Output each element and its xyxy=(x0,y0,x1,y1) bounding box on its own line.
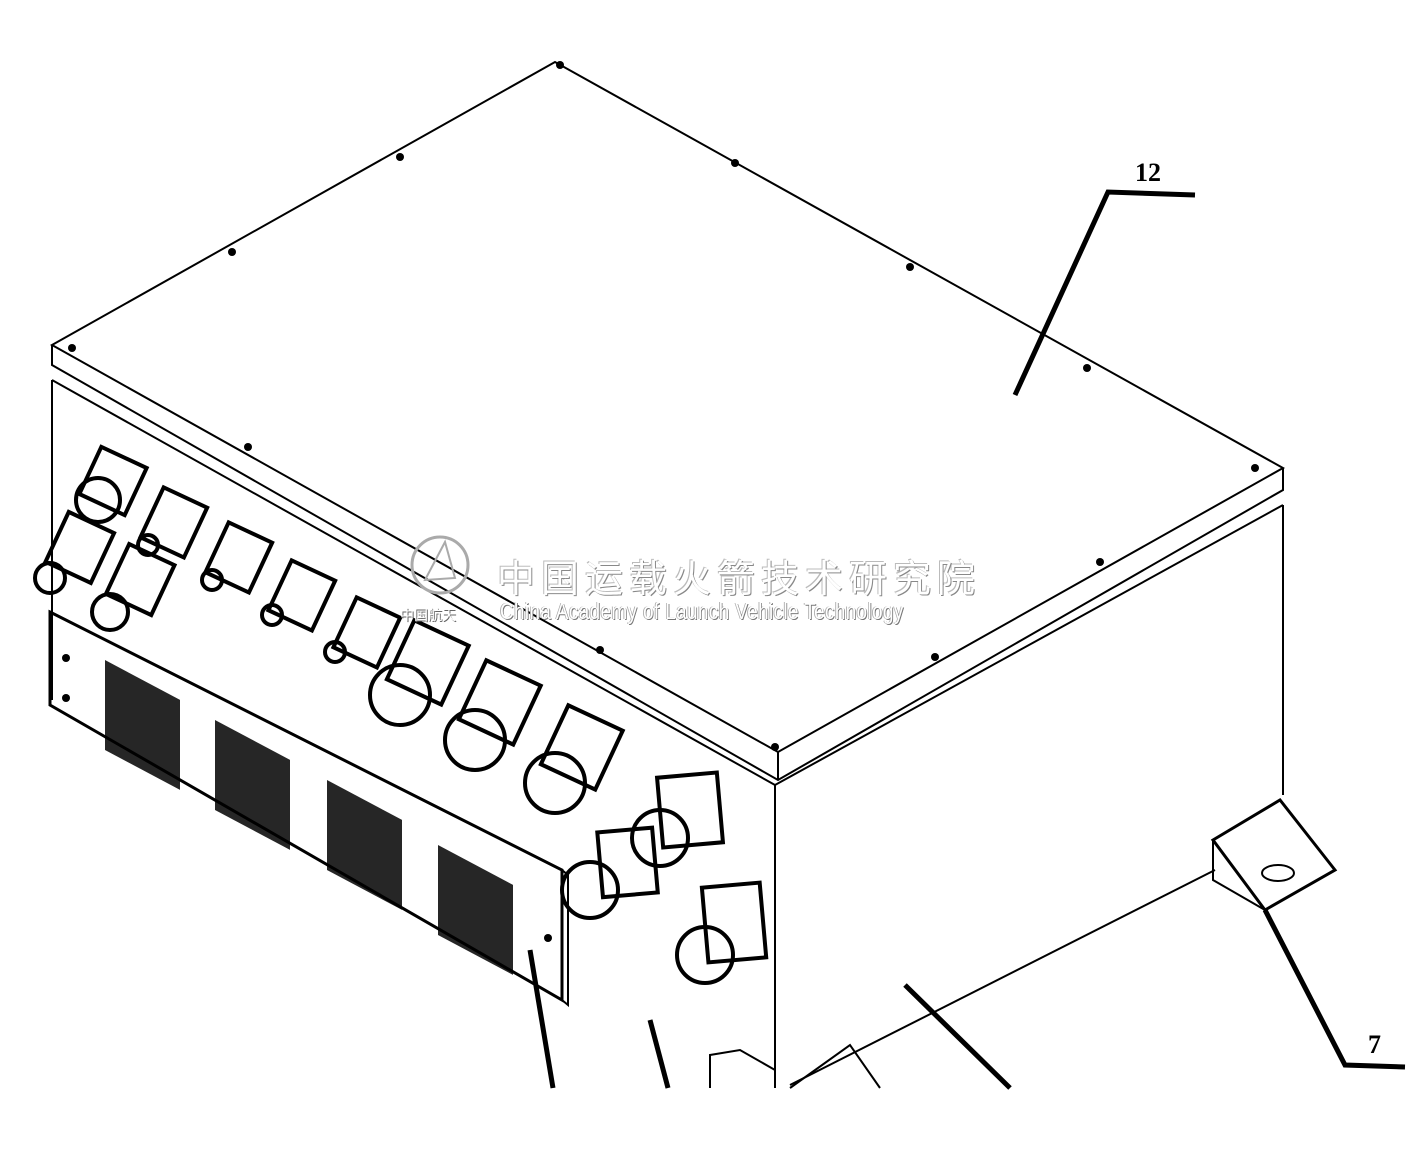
connectors xyxy=(33,444,769,985)
body-bottom-right xyxy=(789,869,1216,1086)
leader-c xyxy=(903,983,1012,1090)
mounting-bracket xyxy=(1210,798,1338,912)
watermark-name-cn: 中国运载火箭技术研究院 xyxy=(497,557,982,601)
label-12: 12 xyxy=(1135,158,1161,187)
leader-a xyxy=(527,949,556,1089)
watermark-logo-text: 中国航天 xyxy=(400,608,456,624)
lid-top xyxy=(49,60,1286,754)
label-7: 7 xyxy=(1368,1030,1381,1059)
leader-12 xyxy=(1012,189,1196,397)
leader-7 xyxy=(1262,908,1406,1070)
watermark-logo xyxy=(410,535,470,595)
watermark-name-en: China Academy of Launch Vehicle Technolo… xyxy=(500,598,904,624)
vent-grids xyxy=(105,660,513,975)
leader-b xyxy=(647,1019,671,1089)
